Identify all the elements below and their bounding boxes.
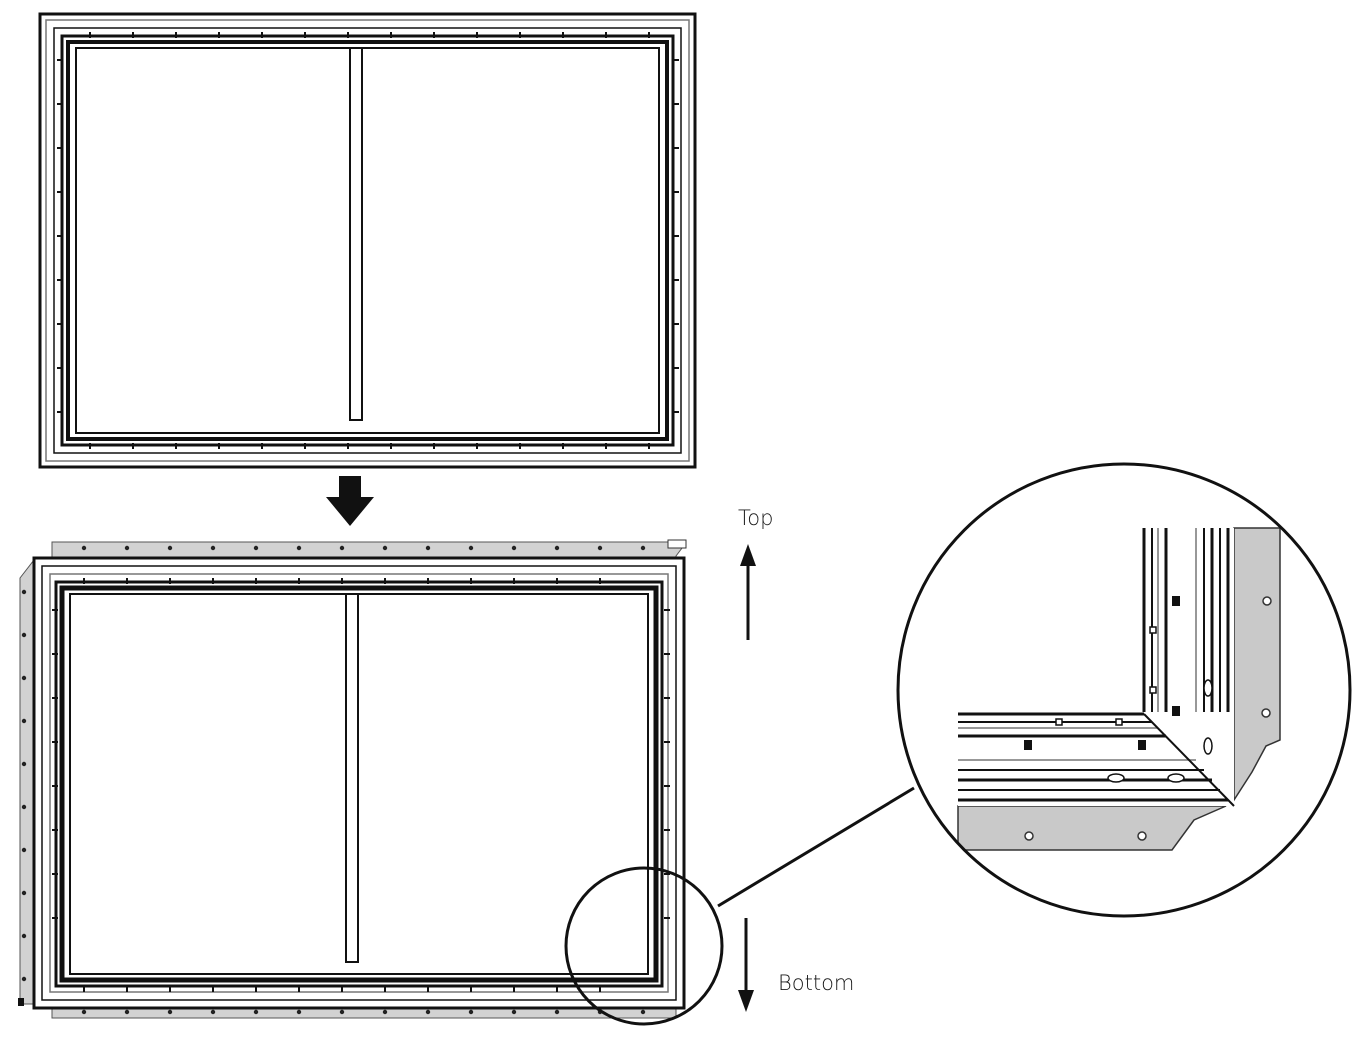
panel-hole (382, 545, 388, 551)
corner-detail (957, 527, 1281, 851)
panel-hole (425, 1009, 431, 1015)
bottom-direction-arrow-icon (738, 918, 754, 1012)
magnify-connector-line (717, 786, 915, 908)
panel-hole (210, 1009, 216, 1015)
magnify-region-circle (564, 866, 724, 1026)
panel-hole (167, 545, 173, 551)
panel-hole (124, 545, 130, 551)
panel-hole (21, 632, 27, 638)
panel-hole (640, 1009, 646, 1015)
top-label: Top (738, 506, 773, 530)
panel-hole (597, 545, 603, 551)
panel-hole (253, 1009, 259, 1015)
panel-hole (554, 545, 560, 551)
panel-hole (511, 545, 517, 551)
panel-hole (21, 804, 27, 810)
panel-hole (554, 1009, 560, 1015)
panel-hole (425, 545, 431, 551)
down-arrow-icon (326, 476, 374, 526)
panel-hole (210, 545, 216, 551)
bottom-label: Bottom (778, 971, 854, 995)
panel-hole (468, 545, 474, 551)
center-support-bar (345, 593, 359, 963)
panel-hole (468, 1009, 474, 1015)
panel-hole (640, 545, 646, 551)
center-support-bar (349, 47, 363, 421)
panel-hole (21, 589, 27, 595)
panel-hole (21, 761, 27, 767)
panel-hole (21, 890, 27, 896)
panel-hole (167, 1009, 173, 1015)
frame-after (18, 539, 687, 1019)
panel-hole (21, 933, 27, 939)
panel-hole (124, 1009, 130, 1015)
panel-hole (21, 976, 27, 982)
panel-hole (21, 675, 27, 681)
panel-hole (382, 1009, 388, 1015)
frame-before (38, 12, 697, 469)
frame-after-ticks (52, 578, 670, 992)
panel-hole (81, 545, 87, 551)
panel-hole (296, 545, 302, 551)
frame-before-ticks (57, 32, 679, 449)
panel-hole (253, 545, 259, 551)
panel-hole (511, 1009, 517, 1015)
panel-hole (339, 545, 345, 551)
panel-hole (81, 1009, 87, 1015)
panel-hole (296, 1009, 302, 1015)
panel-hole (339, 1009, 345, 1015)
panel-hole (21, 847, 27, 853)
panel-hole (21, 718, 27, 724)
corner-detail-circle (896, 462, 1352, 918)
top-direction-arrow-icon (740, 544, 756, 640)
frame-after-panel-holes (21, 545, 646, 1015)
